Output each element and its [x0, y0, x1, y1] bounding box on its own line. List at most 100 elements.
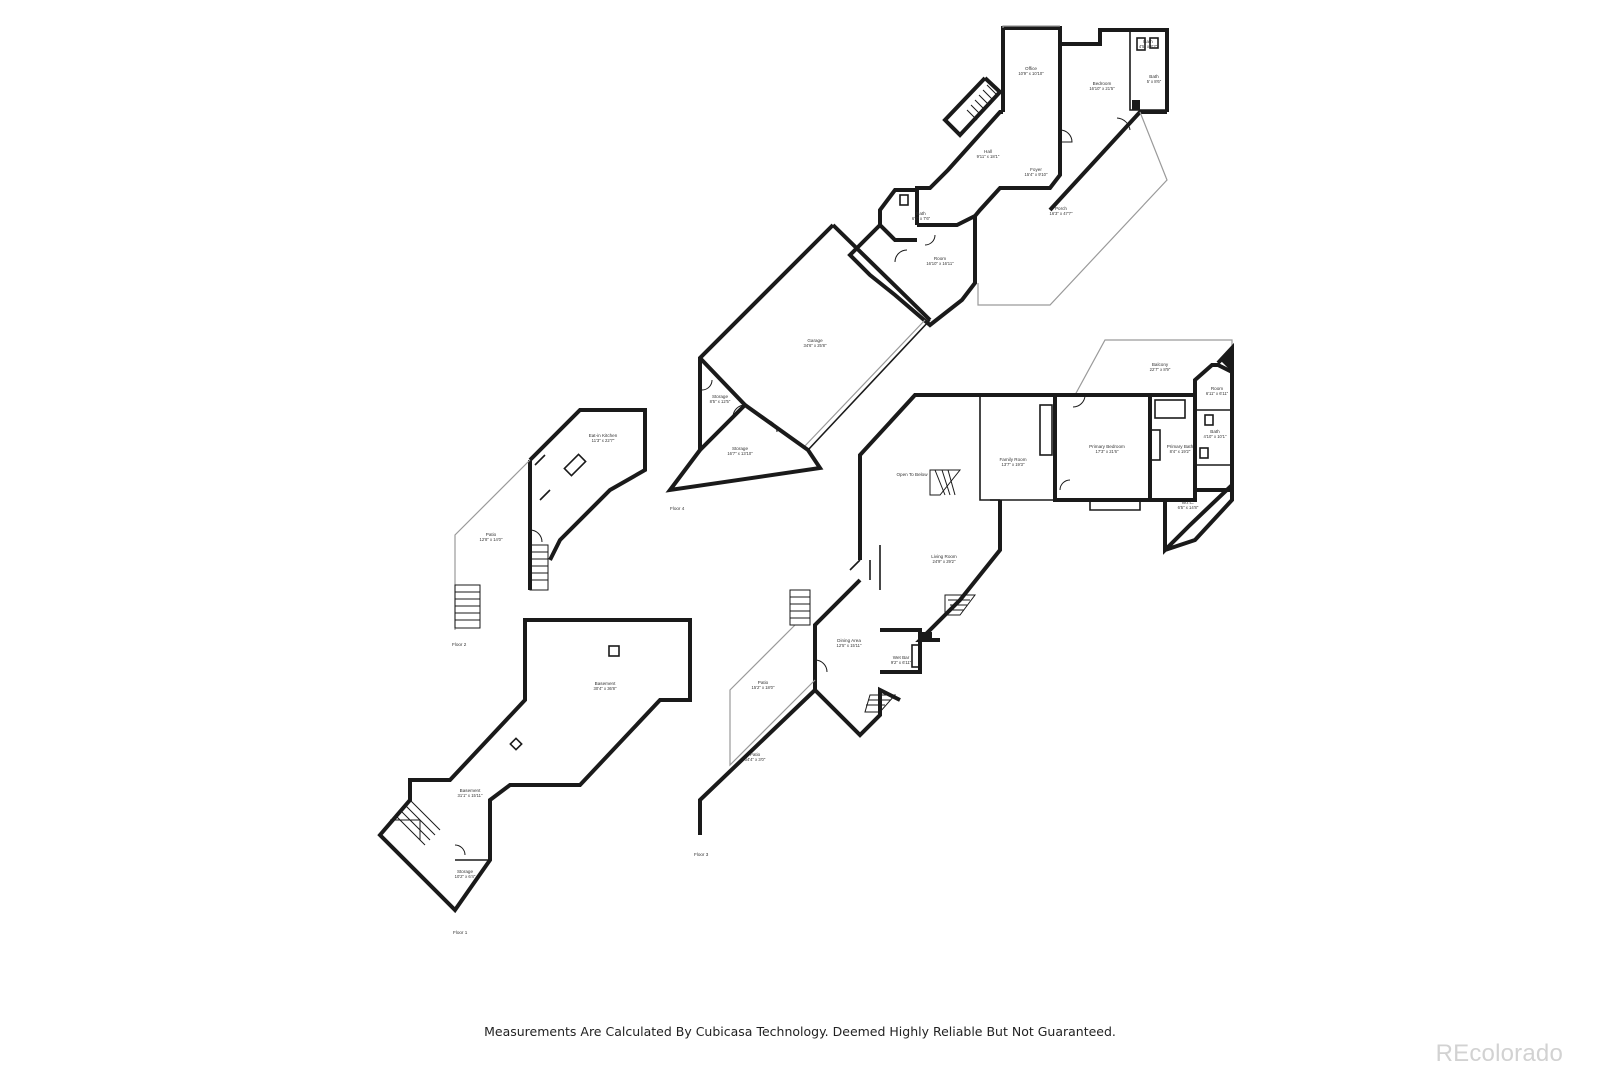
storage-3-door — [701, 379, 713, 391]
storage-dims-3: 10'2" x 6'4" — [455, 874, 476, 879]
bath-label-3: Bath — [1210, 429, 1220, 434]
basement-column-2 — [509, 737, 523, 751]
primary-bedroom-walls — [1053, 393, 1152, 502]
primary-bedroom-dims: 17'3" x 21'6" — [1096, 449, 1119, 454]
garage-door-glass — [802, 319, 926, 449]
storage-1-door — [454, 844, 466, 856]
wic-walls-outer — [1165, 488, 1232, 502]
room-door-2 — [924, 234, 936, 246]
small-bath-fixture — [899, 194, 909, 206]
patio-stair — [789, 589, 811, 626]
dining-stair — [864, 694, 897, 713]
patio-label-1: Patio — [758, 680, 769, 685]
small-bath-label: Bath — [916, 211, 926, 216]
patio-2-stair — [454, 584, 481, 629]
patio-dims-1: 15'2" x 18'0" — [752, 685, 775, 690]
floor-1-label: Floor 1 — [453, 930, 468, 935]
bath-fixture — [1136, 37, 1146, 51]
bath-label-1: Bath — [1143, 39, 1153, 44]
office-glass — [1002, 25, 1060, 28]
wic-label: W.I.C. — [1182, 500, 1195, 505]
basement-walls — [377, 618, 692, 914]
room-labels: Office 10'9" x 10'10" Bedroom 16'10" x 2… — [452, 39, 1229, 935]
basement-column — [608, 645, 620, 657]
bath-label-2: Bath — [1149, 74, 1159, 79]
garage-walls — [698, 223, 932, 405]
foyer-walls — [973, 112, 1062, 218]
family-room-dims: 13'7" x 19'3" — [1002, 462, 1025, 467]
balcony-column — [1220, 348, 1232, 372]
bath-column — [1132, 100, 1140, 110]
bath-dims-3: 4'10" x 10'1" — [1204, 434, 1227, 439]
toilet-a — [1204, 414, 1214, 426]
room-door — [894, 249, 908, 263]
basement-label-1: Basement — [595, 681, 616, 686]
room-dims: 16'10" x 16'11" — [926, 261, 954, 266]
porch-dims: 16'3" x 47'7" — [1050, 211, 1073, 216]
floor-2-plan — [454, 408, 647, 630]
floor-4-plan — [665, 25, 1169, 493]
kitchen-dims: 11'3" x 22'7" — [592, 438, 615, 443]
hall-stair-wall — [942, 76, 1003, 138]
dining-area-dims: 12'5" x 15'11" — [837, 643, 862, 648]
closet-band — [1089, 500, 1141, 511]
bedroom-label: Bedroom — [1093, 81, 1112, 86]
right-bath-walls — [1193, 363, 1234, 485]
watermark-logo: REcolorado — [1435, 1040, 1563, 1067]
dining-walls — [813, 578, 901, 738]
patio-label-2: Patio — [750, 752, 761, 757]
balcony-label: Balcony — [1152, 362, 1169, 367]
wet-bar-label: Wet Bar — [893, 655, 910, 660]
patio-outline — [729, 624, 816, 767]
dining-door — [814, 659, 828, 673]
office-walls — [1001, 26, 1062, 112]
patio-2-outline — [454, 459, 531, 630]
office-label: Office — [1025, 66, 1037, 71]
fireplace-stair — [944, 594, 976, 616]
kitchen-stair — [529, 544, 549, 591]
family-room-label: Family Room — [999, 457, 1026, 462]
living-room-label: Living Room — [931, 554, 957, 559]
bath-fixture-2 — [1149, 37, 1159, 49]
family-room-walls — [858, 393, 1055, 560]
small-bath-walls — [878, 188, 917, 242]
wic-dims: 6'5" x 14'8" — [1178, 505, 1199, 510]
hall-dims: 9'11" x 18'1" — [977, 154, 1000, 159]
small-bath-dims: 6'2" x 7'6" — [912, 216, 931, 221]
small-room-label: Room — [1211, 386, 1223, 391]
basement-dims-1: 30'4" x 36'8" — [594, 686, 617, 691]
primary-bedroom-door-2 — [1059, 479, 1071, 491]
kitchen-door — [529, 529, 543, 543]
storage-dims-2: 16'7" x 13'10" — [727, 451, 753, 456]
open-to-below-label: Open To Below — [896, 472, 928, 477]
basement-dims-2: 31'1" x 15'11" — [458, 793, 483, 798]
porch-outline — [977, 111, 1168, 306]
bedroom-door — [1116, 117, 1131, 131]
toilet-b — [1199, 447, 1209, 459]
room-walls — [847, 212, 977, 328]
kitchen-label: Eat-in Kitchen — [589, 433, 618, 438]
garage-dims: 34'6" x 25'8" — [804, 343, 827, 348]
foyer-dims: 15'4" x 9'10" — [1025, 172, 1048, 177]
floor-3-plan — [698, 339, 1234, 835]
living-stair-rail — [869, 545, 881, 590]
garage-label: Garage — [807, 338, 823, 343]
floor-3-label: Floor 3 — [694, 852, 709, 857]
storage-label-2: Storage — [732, 446, 749, 451]
office-dims: 10'9" x 10'10" — [1018, 71, 1044, 76]
measurement-disclaimer: Measurements Are Calculated By Cubicasa … — [484, 1024, 1116, 1039]
porch-label: Porch — [1055, 206, 1067, 211]
open-to-below-rail — [849, 499, 1000, 571]
patio-2-label: Patio — [486, 532, 497, 537]
bath-dims-1: 4'5" x 8'2" — [1139, 44, 1158, 49]
hall-walls-upper — [915, 110, 1003, 225]
basement-stair — [390, 799, 441, 846]
floor-2-label: Floor 2 — [452, 642, 467, 647]
garage-door-line — [807, 319, 931, 451]
living-room-walls — [915, 500, 1002, 642]
kitchen-walls — [528, 408, 647, 561]
tub — [1154, 399, 1186, 419]
room-label: Room — [934, 256, 946, 261]
foyer-label: Foyer — [1030, 167, 1042, 172]
